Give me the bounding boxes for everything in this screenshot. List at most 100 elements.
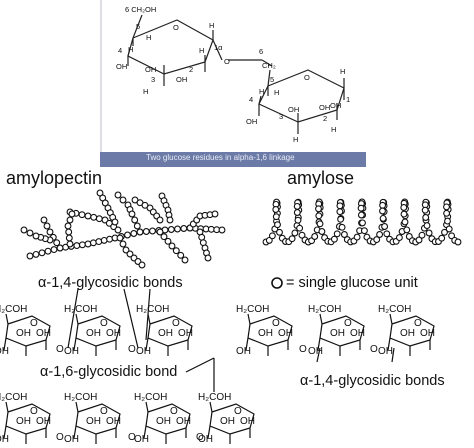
r1-h2: H <box>199 46 204 55</box>
glycosidic-oxygen-0: O <box>56 344 64 355</box>
ring-c6-bond <box>247 313 251 325</box>
amylose-label: amylose <box>287 168 355 188</box>
r2-h4: H <box>259 87 264 96</box>
glucose-unit <box>38 249 46 257</box>
glucose-unit <box>26 229 34 237</box>
ring-oxygen: O <box>100 406 108 417</box>
r2-oh2: OH <box>319 103 330 112</box>
oh-label: OH <box>278 328 293 339</box>
alpha-1-4-bonds-label-top: α-1,4-glycosidic bonds <box>38 275 183 291</box>
glucose-unit <box>272 206 280 213</box>
glucose-unit <box>78 211 86 219</box>
glucose-unit <box>395 234 403 242</box>
glucose-unit <box>337 215 345 223</box>
pointer-line <box>67 288 79 349</box>
pointer-line <box>316 347 321 363</box>
r1-h5: H <box>146 33 151 42</box>
oh-label: OH <box>420 328 435 339</box>
glucose-unit <box>164 237 172 245</box>
glucose-unit <box>298 231 306 239</box>
glucose-unit <box>315 212 323 220</box>
glucose-unit <box>181 256 189 264</box>
glucose-unit <box>360 227 368 235</box>
glucose-unit <box>166 216 174 224</box>
glucose-unit <box>124 231 131 239</box>
glucose-unit <box>316 220 324 228</box>
glucose-unit <box>66 216 74 224</box>
oh-label: OH <box>308 346 323 357</box>
glucose-unit <box>84 212 92 220</box>
glucose-unit <box>204 254 212 262</box>
glucose-unit <box>32 232 40 240</box>
glucose-unit <box>445 225 453 233</box>
glucose-unit-legend-icon <box>271 277 283 289</box>
ring-oxygen: O <box>272 318 280 329</box>
glucose-unit <box>46 228 54 236</box>
glucose-unit <box>315 205 322 213</box>
glucose-unit <box>73 242 81 250</box>
glucose-unit <box>149 227 156 235</box>
ch2oh-label: H₂COH <box>134 392 167 403</box>
ring-c6-bond <box>75 313 79 325</box>
oh-label: OH <box>350 328 365 339</box>
glucose-unit <box>423 222 431 230</box>
oh-label: OH <box>64 434 79 445</box>
ring-c4-bond <box>387 337 391 351</box>
glucose-unit <box>126 250 134 258</box>
glucose-unit <box>84 240 92 248</box>
ch2oh-label: H₂COH <box>136 304 169 315</box>
glucose-unit <box>40 216 48 224</box>
pointer-line <box>123 288 139 349</box>
glycosidic-link <box>228 59 273 67</box>
r1-oh2: OH <box>176 75 187 84</box>
glucose-unit <box>64 222 72 230</box>
glucose-unit <box>448 232 456 240</box>
alpha-1-6-bond-label: α-1,6-glycosidic bond <box>40 364 178 380</box>
glucose-unit <box>32 250 40 258</box>
glucose-unit <box>172 247 180 255</box>
glucose-unit <box>114 191 122 199</box>
glucose-unit <box>318 228 326 235</box>
glucose-unit <box>133 222 141 230</box>
glucose-unit <box>116 234 124 242</box>
glucose-unit <box>111 218 119 226</box>
ring-c4-bond <box>143 425 147 439</box>
glucose-unit <box>357 204 365 212</box>
glucose-unit <box>340 231 348 238</box>
r2-c4: 4 <box>249 95 253 104</box>
r1-o: O <box>173 23 179 32</box>
glucose-unit <box>218 226 226 234</box>
glucose-unit <box>167 226 175 233</box>
glucose-unit <box>441 228 448 236</box>
glycosidic-oxygen-6: O <box>196 432 204 443</box>
glucose-unit <box>288 235 296 243</box>
glucose-unit <box>443 203 450 211</box>
glucose-unit <box>293 209 301 216</box>
glucose-unit <box>68 210 76 218</box>
glucose-unit <box>56 244 64 252</box>
oh-label: OH <box>106 416 121 427</box>
link-oxygen: O <box>224 57 230 66</box>
glucose-unit <box>131 216 139 224</box>
ch2oh-label: H₂COH <box>308 304 341 315</box>
pointer-line <box>391 347 395 363</box>
glucose-unit <box>400 210 408 218</box>
r2-oh1: OH <box>330 101 341 110</box>
glucose-unit <box>379 214 387 222</box>
glucose-unit <box>383 230 391 238</box>
ch2oh-label: H₂COH <box>236 304 269 315</box>
r2-h2: H <box>331 125 336 134</box>
r2-c2: 2 <box>323 114 327 123</box>
ring-c6-bond <box>389 313 393 325</box>
glucose-unit <box>78 241 86 249</box>
r2-c5: 5 <box>270 75 274 84</box>
glucose-unit <box>128 210 136 218</box>
glycosidic-oxygen-3: O <box>370 344 378 355</box>
glucose-unit <box>100 236 108 244</box>
r1-c4: 4 <box>118 46 122 55</box>
glucose-unit <box>338 223 346 231</box>
glucose-unit <box>66 240 74 248</box>
oh-label: OH <box>158 328 173 339</box>
glucose-unit <box>381 223 389 230</box>
glucose-unit <box>401 218 409 226</box>
